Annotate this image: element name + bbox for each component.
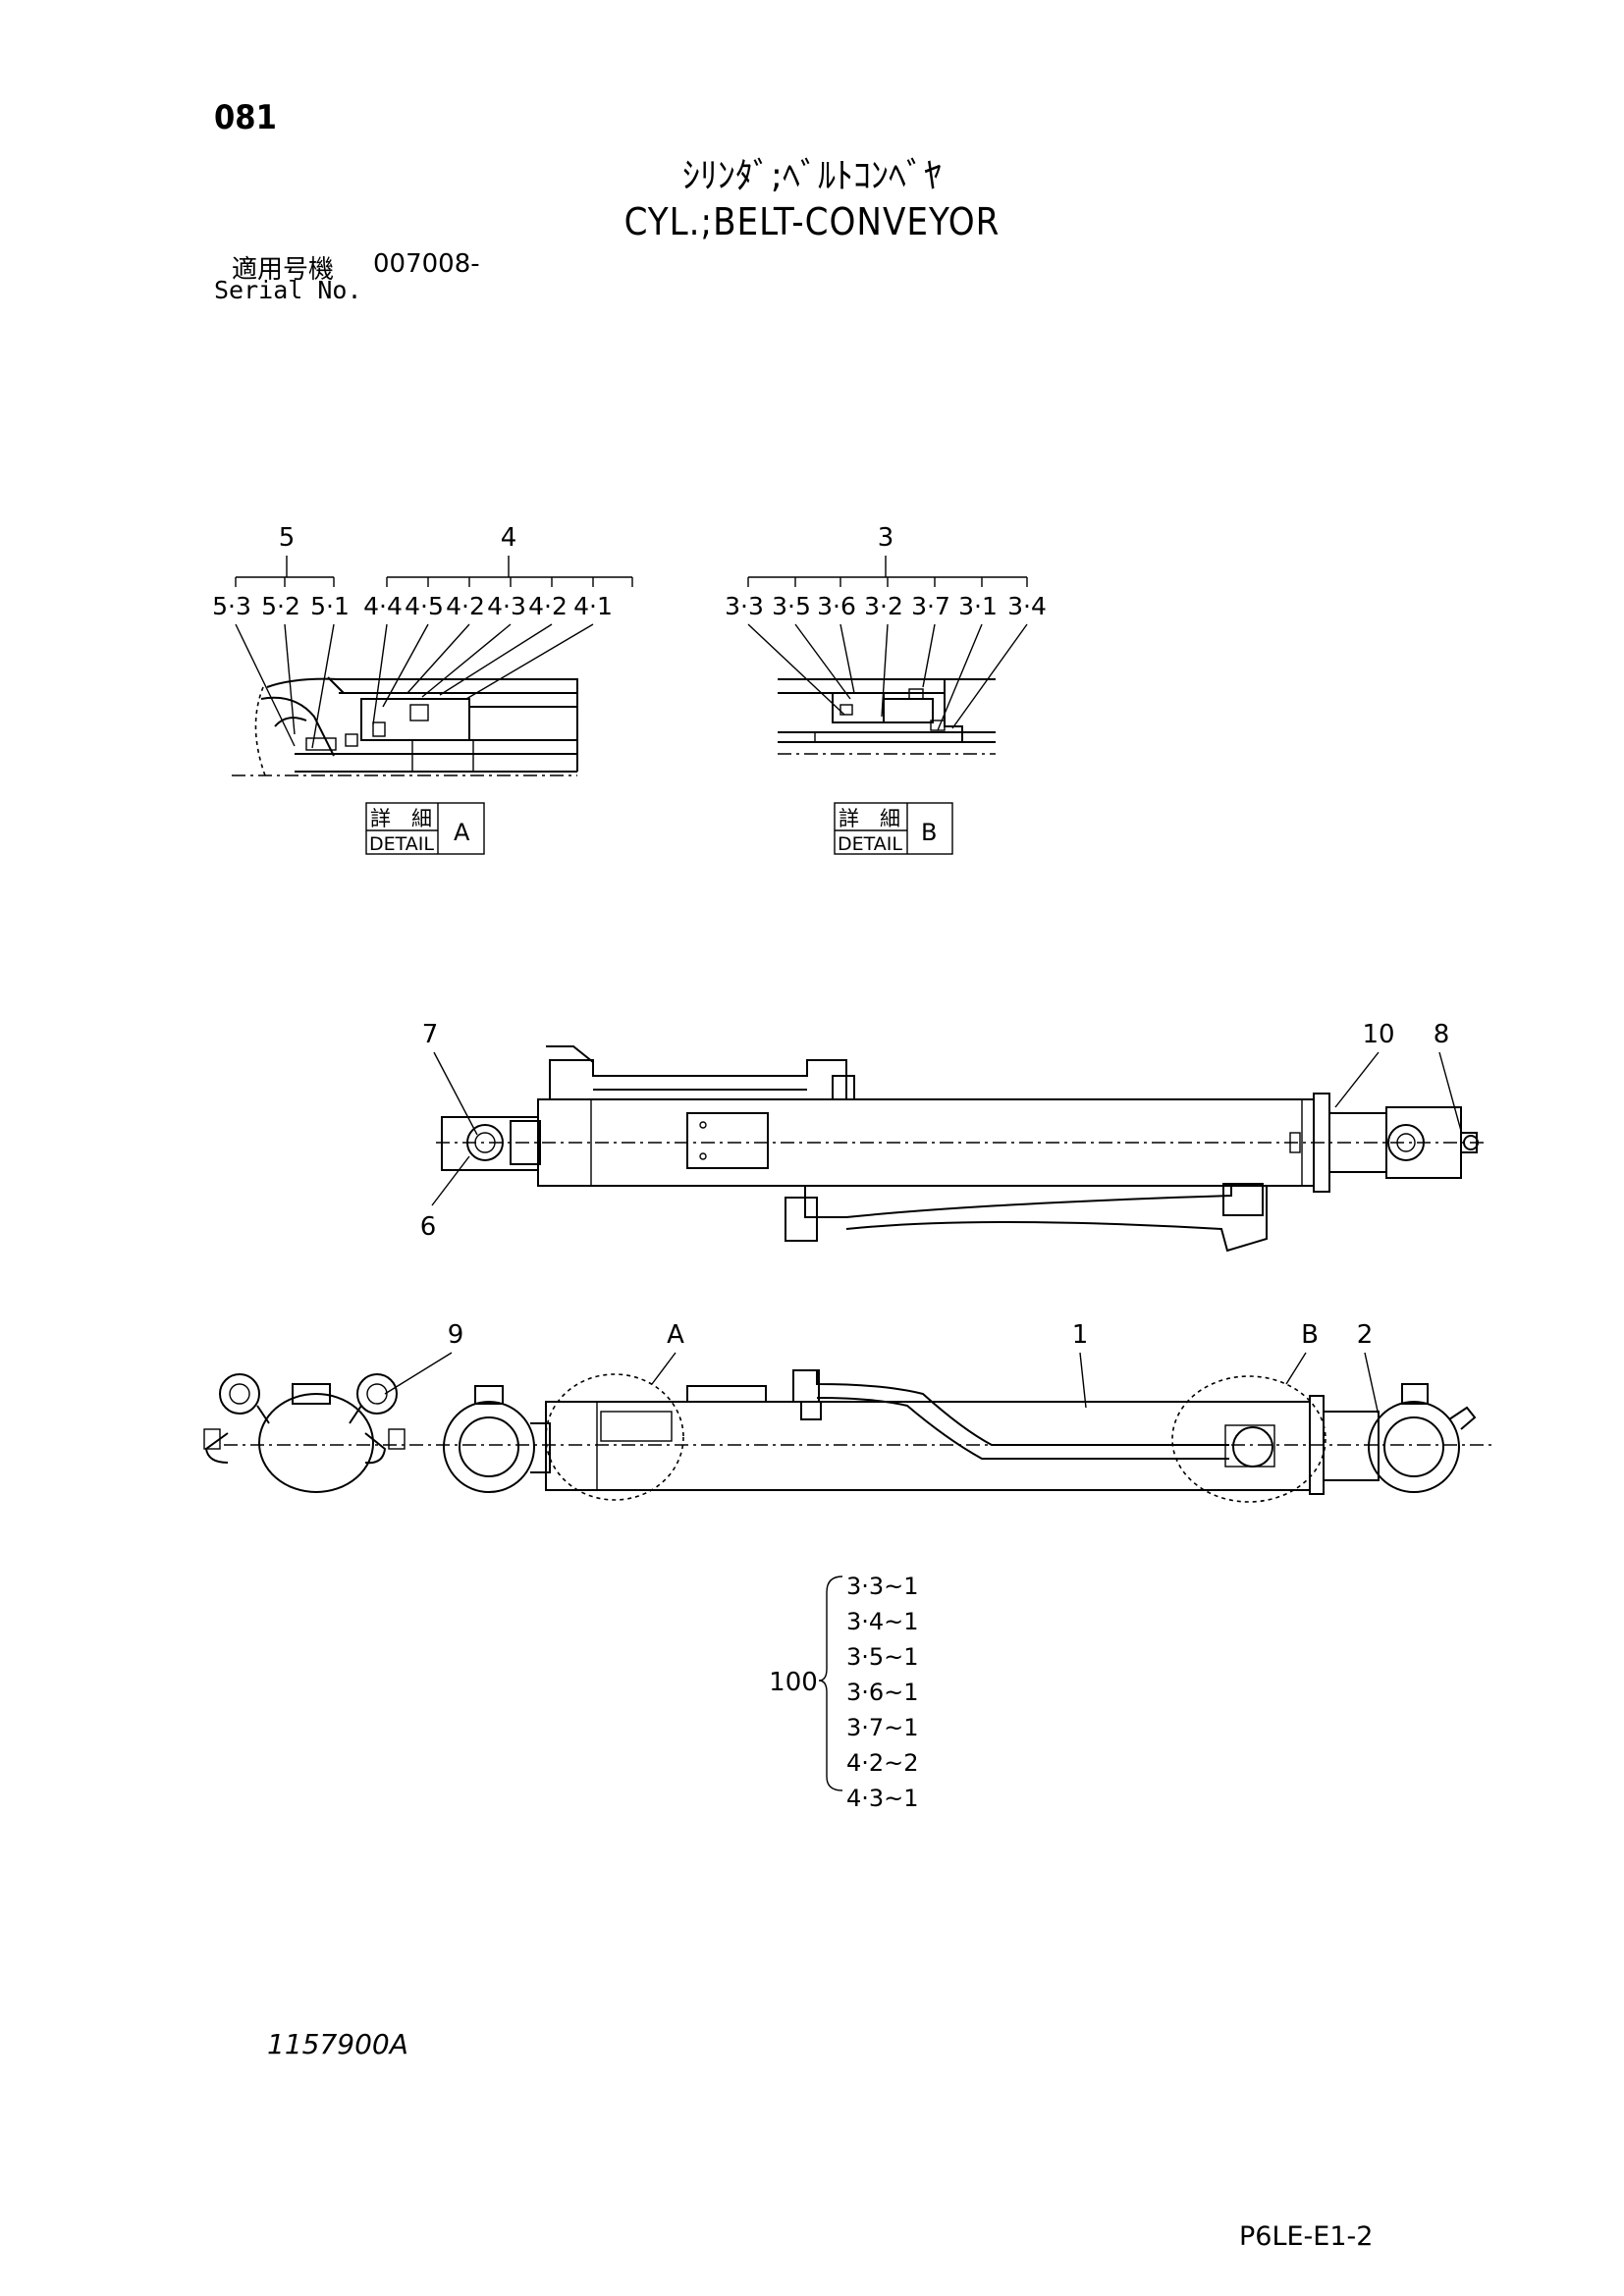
callout-A: A	[667, 1320, 684, 1350]
kit-item: 3·3~1	[846, 1573, 919, 1600]
part-label: 4·4	[363, 592, 403, 620]
part-label: 3·5	[772, 592, 811, 620]
group-label-5: 5	[279, 523, 296, 553]
part-label: 5·3	[212, 592, 251, 620]
part-label: 4·5	[405, 592, 444, 620]
callout-9: 9	[448, 1320, 464, 1350]
detail-box-en: DETAIL	[838, 833, 902, 855]
svg-text:3·3 3·5 3·6: 3·3 3·5 3·6 3·2 3·7 3·1 3·4	[725, 592, 1047, 620]
callout-7: 7	[422, 1020, 439, 1049]
kit-item: 3·4~1	[846, 1608, 919, 1635]
callout-1: 1	[1072, 1320, 1089, 1350]
part-label: 3·4	[1007, 592, 1047, 620]
title-english: CYL.;BELT-CONVEYOR	[623, 200, 1001, 243]
callout-B: B	[1301, 1320, 1319, 1350]
callout-8: 8	[1434, 1020, 1450, 1049]
kit-item: 4·3~1	[846, 1785, 919, 1812]
detail-b-label-box: 詳 細 DETAIL B	[834, 802, 953, 855]
part-label: 5·2	[261, 592, 300, 620]
serial-label-english: Serial No.	[214, 276, 362, 304]
callout-10: 10	[1362, 1020, 1394, 1049]
detail-box-jp: 詳 細	[839, 807, 900, 830]
group-label-4: 4	[501, 523, 517, 553]
detail-b: 3 3·3 3·5 3·6 3·2 3·7 3·1 3·4	[725, 523, 1047, 855]
cylinder-top-view: 7 10 8 6	[420, 1020, 1489, 1253]
kit-item: 3·6~1	[846, 1679, 919, 1706]
detail-box-letter: B	[921, 819, 937, 846]
detail-box-en: DETAIL	[369, 833, 434, 855]
group-label-3: 3	[878, 523, 894, 553]
kit-list: 100 3·3~1 3·4~1 3·5~1 3·6~1 3·7~1 4·2~2 …	[769, 1573, 926, 1812]
part-label: 4·2	[528, 592, 568, 620]
part-label: 3·6	[817, 592, 856, 620]
part-label: 4·2	[446, 592, 485, 620]
part-label: 3·1	[958, 592, 998, 620]
serial-value: 007008-	[373, 249, 480, 279]
cylinder-side-view: 9 A 1 B 2	[203, 1320, 1492, 1503]
svg-text:3·3~1 3·4~1 3·5~1: 3·3~1 3·4~1 3·5~1 3·6~1 3·7~1 4·2~2 4·3~…	[846, 1573, 926, 1812]
kit-item: 3·5~1	[846, 1643, 919, 1671]
part-label: 3·3	[725, 592, 764, 620]
kit-number: 100	[769, 1668, 818, 1697]
kit-item: 4·2~2	[846, 1749, 919, 1777]
drawing-number: 1157900A	[267, 2028, 408, 2060]
callout-2: 2	[1357, 1320, 1374, 1350]
part-label: 5·1	[310, 592, 350, 620]
serial-label-japanese: 適用号機	[232, 255, 335, 285]
title-japanese: ｼﾘﾝﾀﾞ;ﾍﾞﾙﾄｺﾝﾍﾞﾔ	[681, 156, 943, 196]
detail-box-letter: A	[454, 819, 470, 846]
part-label: 4·1	[573, 592, 613, 620]
part-label: 3·2	[864, 592, 903, 620]
kit-item: 3·7~1	[846, 1714, 919, 1741]
detail-a: 5 4 5·3 5·2 5·1 4·4 4·5 4·2 4·3 4·2 4·1	[212, 523, 633, 855]
page-number: 081	[214, 98, 277, 137]
part-label: 3·7	[911, 592, 950, 620]
sheet-code: P6LE-E1-2	[1239, 2221, 1374, 2252]
callout-6: 6	[420, 1212, 437, 1242]
svg-text:5·3 5·2 5·1: 5·3 5·2 5·1 4·4 4·5 4·2 4·3 4·2 4·1	[212, 592, 613, 620]
detail-a-label-box: 詳 細 DETAIL A	[365, 802, 485, 855]
part-label: 4·3	[487, 592, 526, 620]
detail-box-jp: 詳 細	[370, 807, 432, 830]
